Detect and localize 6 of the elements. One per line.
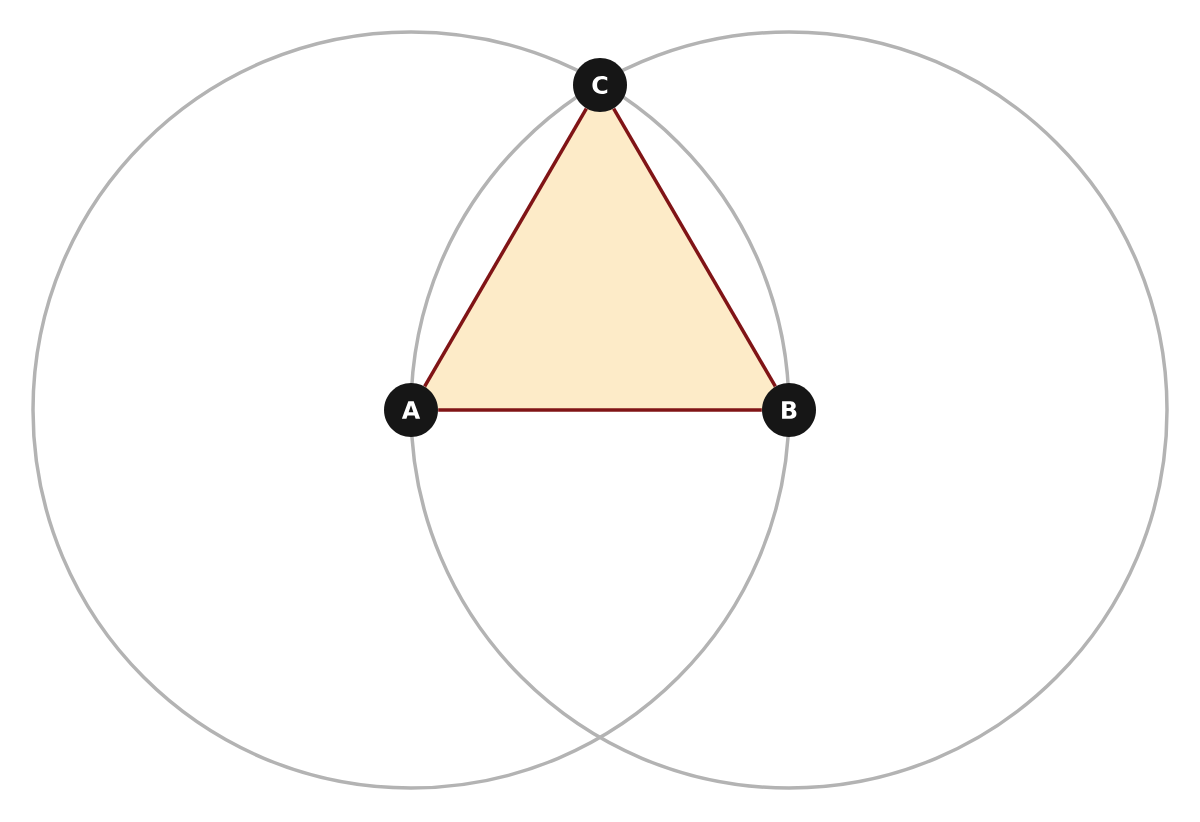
triangle-side [423,107,588,388]
vertex-point: A [384,383,438,437]
vertex-point: C [573,58,627,112]
triangle-side [612,107,777,388]
triangle-side [438,408,762,412]
vertex-point: B [762,383,816,437]
